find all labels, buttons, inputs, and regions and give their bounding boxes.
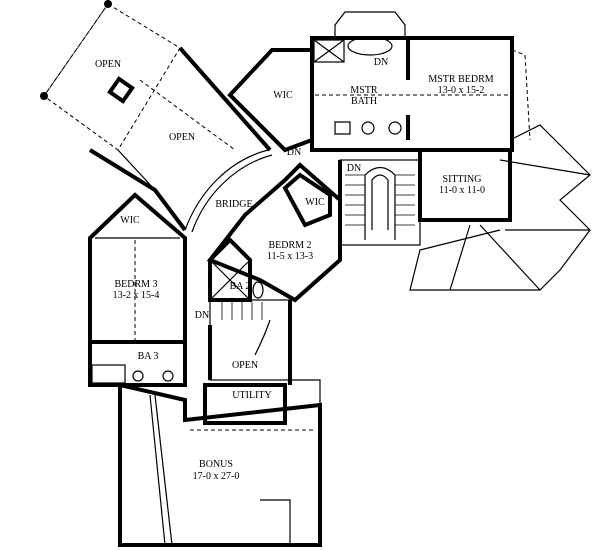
label-bedrm2: BEDRM 2 xyxy=(268,240,311,251)
bonus-room xyxy=(118,379,322,547)
label-utility: UTILITY xyxy=(232,390,271,401)
label-dn-bath: DN xyxy=(374,57,388,68)
wic-top xyxy=(227,48,314,153)
label-bonus-dim: 17-0 x 27-0 xyxy=(193,471,240,482)
lower-stair xyxy=(208,299,292,385)
label-bedrm2-dim: 11-5 x 13-3 xyxy=(267,251,313,262)
label-bridge: BRIDGE xyxy=(215,199,252,210)
open-room xyxy=(88,46,273,233)
open-deck xyxy=(40,0,181,151)
post-marker xyxy=(104,0,112,8)
label-sitting-dim: 11-0 x 11-0 xyxy=(439,185,485,196)
master-suite xyxy=(310,11,531,152)
label-mstr-bath-1: MSTR xyxy=(350,85,378,96)
label-mstr-bedrm: MSTR BEDRM xyxy=(428,74,493,85)
label-mstr-bath-2: BATH xyxy=(351,96,377,107)
utility-room xyxy=(203,383,287,425)
post-marker xyxy=(40,92,48,100)
label-bedrm3: BEDRM 3 xyxy=(114,279,157,290)
label-dn-lower: DN xyxy=(195,310,209,321)
label-open-stair: OPEN xyxy=(232,360,258,371)
label-ba3: BA 3 xyxy=(138,351,159,362)
label-ba2: BA 2 xyxy=(230,281,251,292)
label-wic-bedrm3: WIC xyxy=(120,215,140,226)
label-bedrm3-dim: 13-2 x 15-4 xyxy=(113,290,160,301)
roof-outline xyxy=(409,124,591,291)
label-wic-bedrm2: WIC xyxy=(305,197,325,208)
bedrm2 xyxy=(206,162,342,303)
label-wic-top: WIC xyxy=(273,90,293,101)
label-dn-bridge: DN xyxy=(287,147,301,158)
label-mstr-bedrm-dim: 13-0 x 15-2 xyxy=(438,85,485,96)
bedrm3 xyxy=(88,192,187,387)
label-bonus: BONUS xyxy=(199,459,233,470)
label-open-main: OPEN xyxy=(169,132,195,143)
label-dn-stair: DN xyxy=(347,163,361,174)
label-sitting: SITTING xyxy=(443,174,482,185)
label-open-deck: OPEN xyxy=(95,59,121,70)
